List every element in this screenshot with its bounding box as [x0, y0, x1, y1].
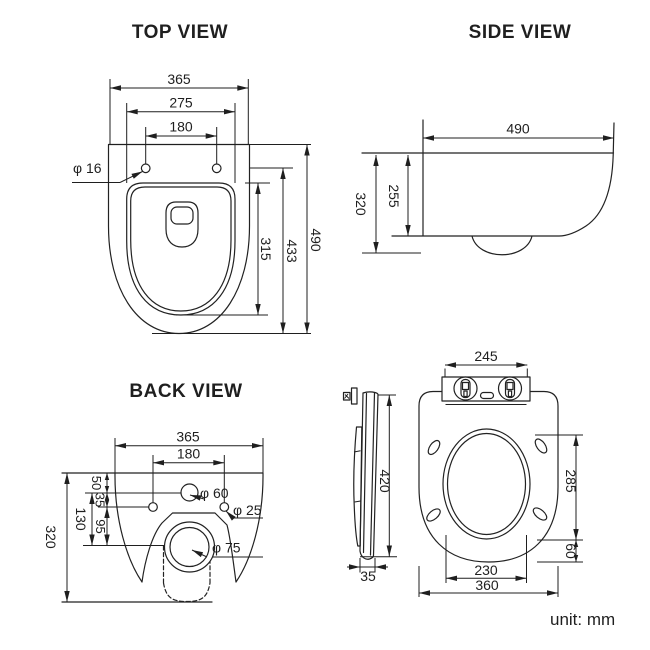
seat-hinge-right-detail — [504, 378, 516, 399]
dim-inlet-to-drain: 130 — [73, 507, 89, 531]
dim-overall-length: 490 — [308, 228, 324, 252]
side-view: SIDE VIEW 490 320 255 — [353, 22, 615, 256]
dim-inlet-to-fixing: 35 — [93, 493, 108, 507]
dim-opening-length: 285 — [563, 469, 579, 493]
back-view-drain-inner — [169, 526, 210, 568]
top-view: TOP VIEW 365 275 180 φ 16 315 433 490 — [72, 22, 324, 335]
leader-hinge-hole-diameter — [119, 171, 143, 183]
dim-seat-width: 275 — [169, 95, 193, 111]
dim-seat-length: 420 — [377, 469, 393, 493]
seat-bumper-slot-bottom-right — [532, 507, 548, 521]
back-view-fixing-hole-right — [219, 502, 230, 512]
top-view-hinge-hole-right — [211, 163, 222, 174]
top-view-bowl-outline — [107, 143, 251, 335]
seat-bumper-slot-top-right — [534, 438, 548, 454]
dim-drain-diameter: φ 75 — [212, 540, 241, 556]
dim-overall-depth: 490 — [506, 121, 530, 137]
seat-ring-bumper-marks — [353, 450, 361, 503]
back-view-drain-outer — [163, 521, 216, 573]
seat-view: 245 420 35 285 60 230 360 — [342, 348, 583, 597]
seat-bumper-slot-bottom-left — [426, 508, 441, 522]
leader-fixing-hole — [225, 510, 236, 521]
seat-hinge-center-slot — [479, 391, 495, 400]
top-view-title: TOP VIEW — [132, 22, 228, 43]
back-view: BACK VIEW 365 180 320 50 35 95 130 φ 60 … — [43, 381, 264, 603]
dim-fixing-hole-diameter: φ 25 — [233, 502, 262, 518]
dim-fixing-spacing: 180 — [177, 446, 201, 462]
leader-drain — [191, 549, 208, 558]
back-view-body-outline — [61, 472, 264, 603]
seat-profile-outline — [359, 391, 379, 560]
dim-inlet-offset: 50 — [89, 476, 104, 490]
back-view-water-inlet-hole — [180, 483, 199, 502]
unit-label: unit: mm — [550, 610, 615, 629]
dim-opening-width: 230 — [474, 562, 498, 578]
seat-body-outline — [418, 390, 559, 563]
dim-rim-height: 255 — [386, 184, 402, 208]
seat-extension-lines — [359, 368, 583, 597]
dim-seat-length: 433 — [284, 239, 300, 263]
dim-opening-to-front: 60 — [563, 543, 579, 559]
dim-opening-length: 315 — [258, 237, 274, 261]
dim-fixing-to-drain: 95 — [93, 519, 108, 533]
seat-bumper-slot-top-left — [427, 439, 441, 456]
top-view-flush-area-outline — [165, 201, 199, 248]
seat-hinge-right — [497, 376, 523, 401]
top-view-hinge-hole-left — [140, 163, 151, 174]
top-view-seat-inner-ring — [130, 186, 232, 312]
side-view-title: SIDE VIEW — [469, 22, 572, 43]
dim-overall-height: 320 — [353, 192, 369, 216]
dim-seat-thickness: 35 — [360, 568, 376, 584]
top-view-extension-lines — [72, 79, 311, 334]
back-view-extension-lines — [83, 438, 264, 558]
dim-overall-width: 365 — [167, 71, 191, 87]
hinge-pin-flange — [350, 387, 358, 405]
seat-ring-profile — [353, 426, 363, 547]
leader-water-inlet — [189, 494, 205, 501]
back-view-fixing-hole-left — [148, 502, 158, 512]
dim-hinge-hole-diameter: φ 16 — [73, 160, 102, 176]
side-view-body-outline — [361, 119, 615, 256]
dim-water-inlet-diameter: φ 60 — [200, 485, 229, 501]
seat-opening-inner — [446, 432, 527, 536]
dim-seat-width: 360 — [475, 577, 499, 593]
seat-side-profile — [342, 387, 379, 560]
dim-hinge-bar-width: 245 — [474, 348, 498, 364]
top-view-flush-button — [170, 206, 194, 225]
seat-hinge-left — [453, 376, 478, 401]
hinge-pin-hatch — [344, 393, 350, 399]
dim-hinge-spacing: 180 — [169, 119, 193, 135]
top-view-seat-outline — [126, 182, 236, 316]
seat-opening-outer — [442, 428, 531, 540]
back-view-title: BACK VIEW — [129, 381, 242, 402]
dim-back-overall-height: 320 — [43, 525, 59, 549]
dim-back-overall-width: 365 — [176, 429, 200, 445]
seat-hinge-left-detail — [460, 378, 471, 399]
